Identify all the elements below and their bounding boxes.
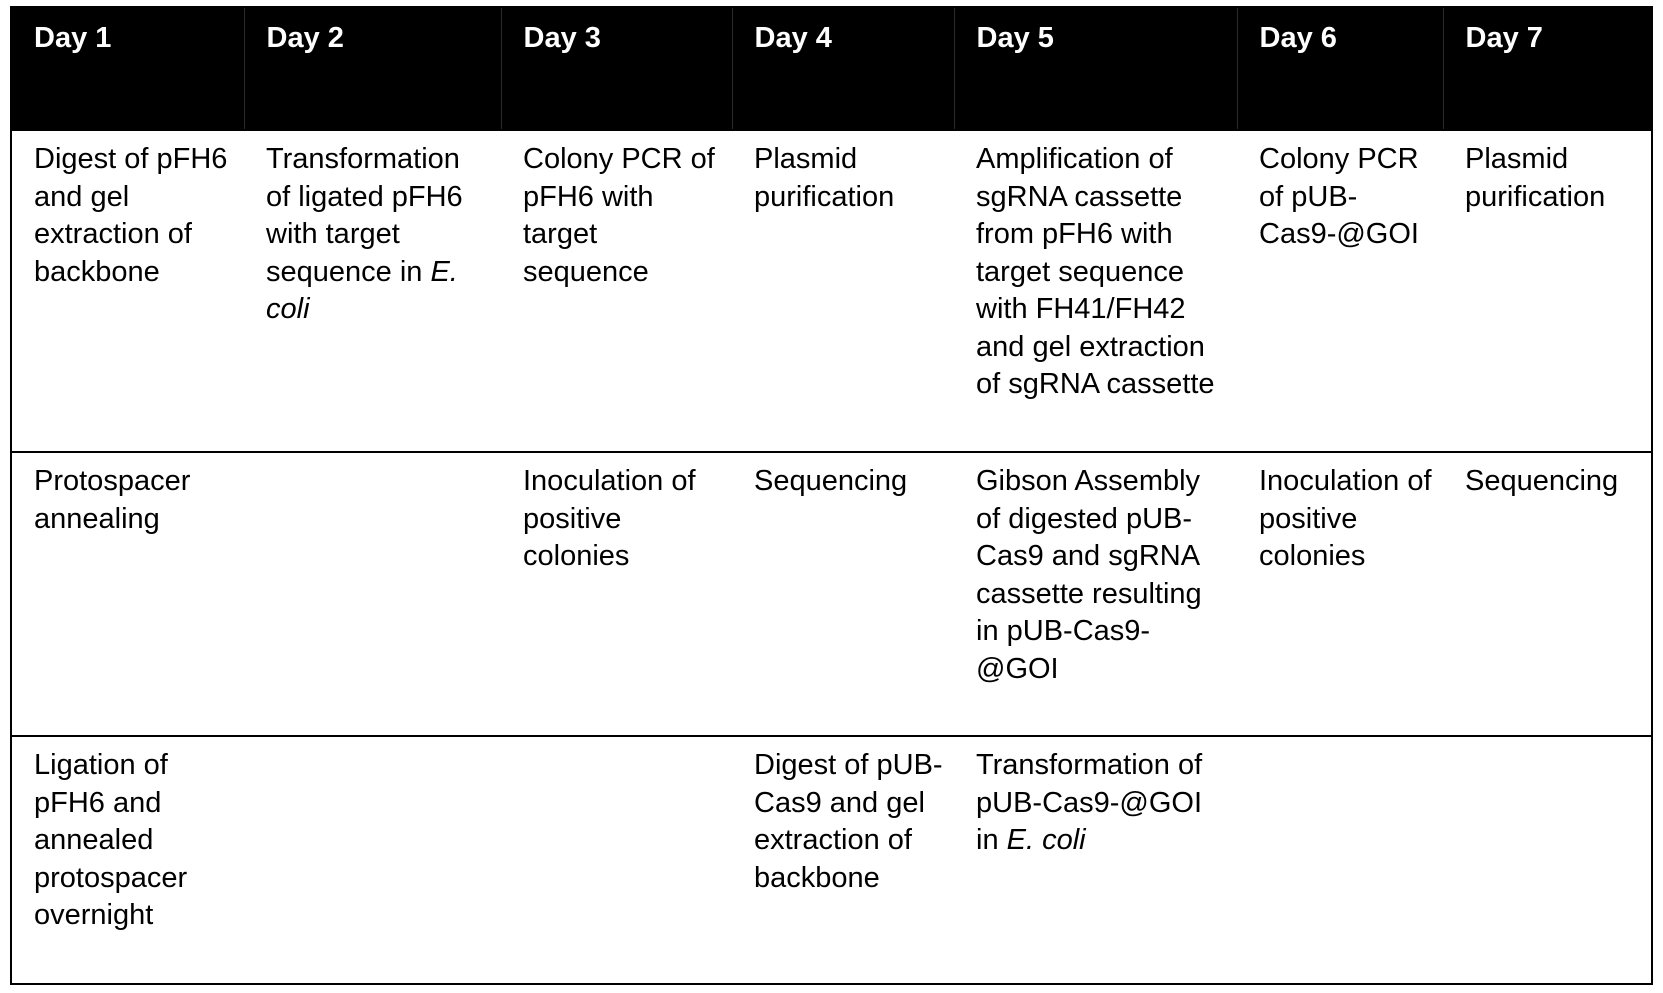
cell-day-4: Sequencing (732, 452, 954, 737)
cell-day-6: Inoculation of positive colonies (1237, 452, 1443, 737)
cell-day-1: Protospacer annealing (11, 452, 244, 737)
cell-text: Transformation of pUB-Cas9-@GOI in (976, 749, 1203, 856)
cell-day-7 (1443, 736, 1652, 984)
header-day-7: Day 7 (1443, 7, 1652, 131)
cell-day-2 (244, 452, 501, 737)
table-row: Ligation of pFH6 and annealed protospace… (11, 736, 1652, 984)
cell-text: Transformation of ligated pFH6 with targ… (266, 143, 463, 288)
cell-day-6: Colony PCR of pUB-Cas9-@GOI (1237, 130, 1443, 453)
table-row: Protospacer annealing Inoculation of pos… (11, 452, 1652, 737)
cell-day-2 (244, 736, 501, 984)
protocol-schedule-table: Day 1 Day 2 Day 3 Day 4 Day 5 Day 6 Day … (10, 6, 1653, 985)
cell-day-6 (1237, 736, 1443, 984)
header-row: Day 1 Day 2 Day 3 Day 4 Day 5 Day 6 Day … (11, 7, 1652, 131)
cell-day-3: Inoculation of positive colonies (501, 452, 732, 737)
cell-italic-text: E. coli (266, 255, 458, 326)
cell-day-3 (501, 736, 732, 984)
header-day-1: Day 1 (11, 7, 245, 131)
cell-day-1: Ligation of pFH6 and annealed protospace… (34, 749, 188, 931)
header-day-4: Day 4 (732, 7, 955, 131)
header-day-2: Day 2 (244, 7, 502, 131)
header-day-3: Day 3 (501, 7, 733, 131)
table-row: Digest of pFH6 and gel extraction of bac… (11, 130, 1652, 453)
cell-day-1: Digest of pFH6 and gel extraction of bac… (11, 130, 244, 453)
cell-day-4: Plasmid purification (732, 130, 954, 453)
cell-day-7: Sequencing (1443, 452, 1652, 737)
cell-day-5: Gibson Assembly of digested pUB-Cas9 and… (954, 452, 1237, 737)
header-day-5: Day 5 (954, 7, 1238, 131)
cell-day-3: Colony PCR of pFH6 with target sequence (501, 130, 732, 453)
cell-day-4: Digest of pUB-Cas9 and gel extraction of… (754, 749, 943, 894)
cell-day-7: Plasmid purification (1443, 130, 1652, 453)
cell-italic-text: E. coli (1006, 824, 1086, 856)
table-body: Digest of pFH6 and gel extraction of bac… (11, 130, 1652, 984)
cell-day-5: Amplification of sgRNA cassette from pFH… (954, 130, 1237, 453)
table-header: Day 1 Day 2 Day 3 Day 4 Day 5 Day 6 Day … (11, 7, 1652, 131)
cell-day-2: Transformation of ligated pFH6 with targ… (244, 130, 501, 453)
cell-day-5: Transformation of pUB-Cas9-@GOI in E. co… (954, 736, 1237, 984)
header-day-6: Day 6 (1237, 7, 1444, 131)
